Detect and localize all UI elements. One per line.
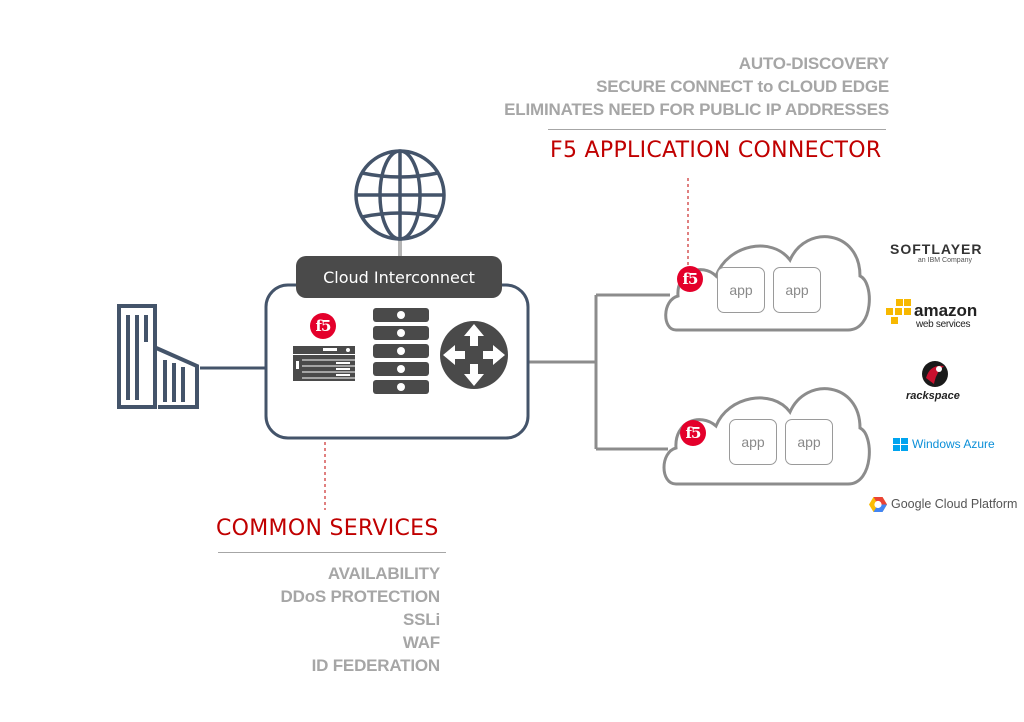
app-tile: app xyxy=(785,419,833,465)
router-icon xyxy=(440,321,508,389)
service-item: ID FEDERATION xyxy=(311,656,441,675)
service-item: DDoS PROTECTION xyxy=(280,587,441,606)
services-title: COMMON SERVICES xyxy=(216,516,439,541)
rackspace-logo: rackspace xyxy=(904,360,974,402)
app-tile: app xyxy=(729,419,777,465)
softlayer-logo: SOFTLAYER an IBM Company xyxy=(890,241,983,264)
service-item: WAF xyxy=(402,633,440,652)
service-item: AVAILABILITY xyxy=(327,564,440,583)
aws-cubes-icon xyxy=(886,299,911,324)
services-list: AVAILABILITY DDoS PROTECTION SSLi WAF ID… xyxy=(220,562,441,677)
connector-title: F5 APPLICATION CONNECTOR xyxy=(550,138,882,163)
f5-logo-icon: f5 xyxy=(310,313,336,339)
connector-feature: AUTO-DISCOVERY xyxy=(738,54,889,73)
f5-appliance-icon xyxy=(293,346,355,381)
connector-feature: SECURE CONNECT to CLOUD EDGE xyxy=(596,77,889,96)
connector-features: AUTO-DISCOVERY SECURE CONNECT to CLOUD E… xyxy=(449,52,889,121)
rackspace-icon xyxy=(922,361,948,387)
building-icon xyxy=(117,304,199,409)
connector-divider xyxy=(548,129,886,130)
cloud-interconnect-label: Cloud Interconnect xyxy=(296,256,502,298)
services-divider xyxy=(218,552,446,553)
app-tile: app xyxy=(717,267,765,313)
server-stack-icon xyxy=(373,308,429,394)
f5-logo-icon: f5 xyxy=(680,420,706,446)
softlayer-tagline: an IBM Company xyxy=(917,257,972,264)
google-cloud-icon xyxy=(869,497,887,512)
rackspace-name: rackspace xyxy=(906,390,960,402)
aws-tagline: web services xyxy=(916,319,971,330)
service-item: SSLi xyxy=(403,610,440,629)
globe-icon xyxy=(354,149,446,241)
aws-logo: amazon web services xyxy=(886,297,986,333)
connector-feature: ELIMINATES NEED FOR PUBLIC IP ADDRESSES xyxy=(504,100,889,119)
f5-logo-icon: f5 xyxy=(677,266,703,292)
cloud-branch-lines xyxy=(528,293,670,451)
app-tile: app xyxy=(773,267,821,313)
aws-name: amazon xyxy=(914,301,978,320)
google-cloud-name: Google Cloud Platform xyxy=(891,497,1018,511)
softlayer-name: SOFTLAYER xyxy=(890,241,983,257)
azure-name: Windows Azure xyxy=(912,437,995,451)
windows-icon xyxy=(893,438,908,451)
